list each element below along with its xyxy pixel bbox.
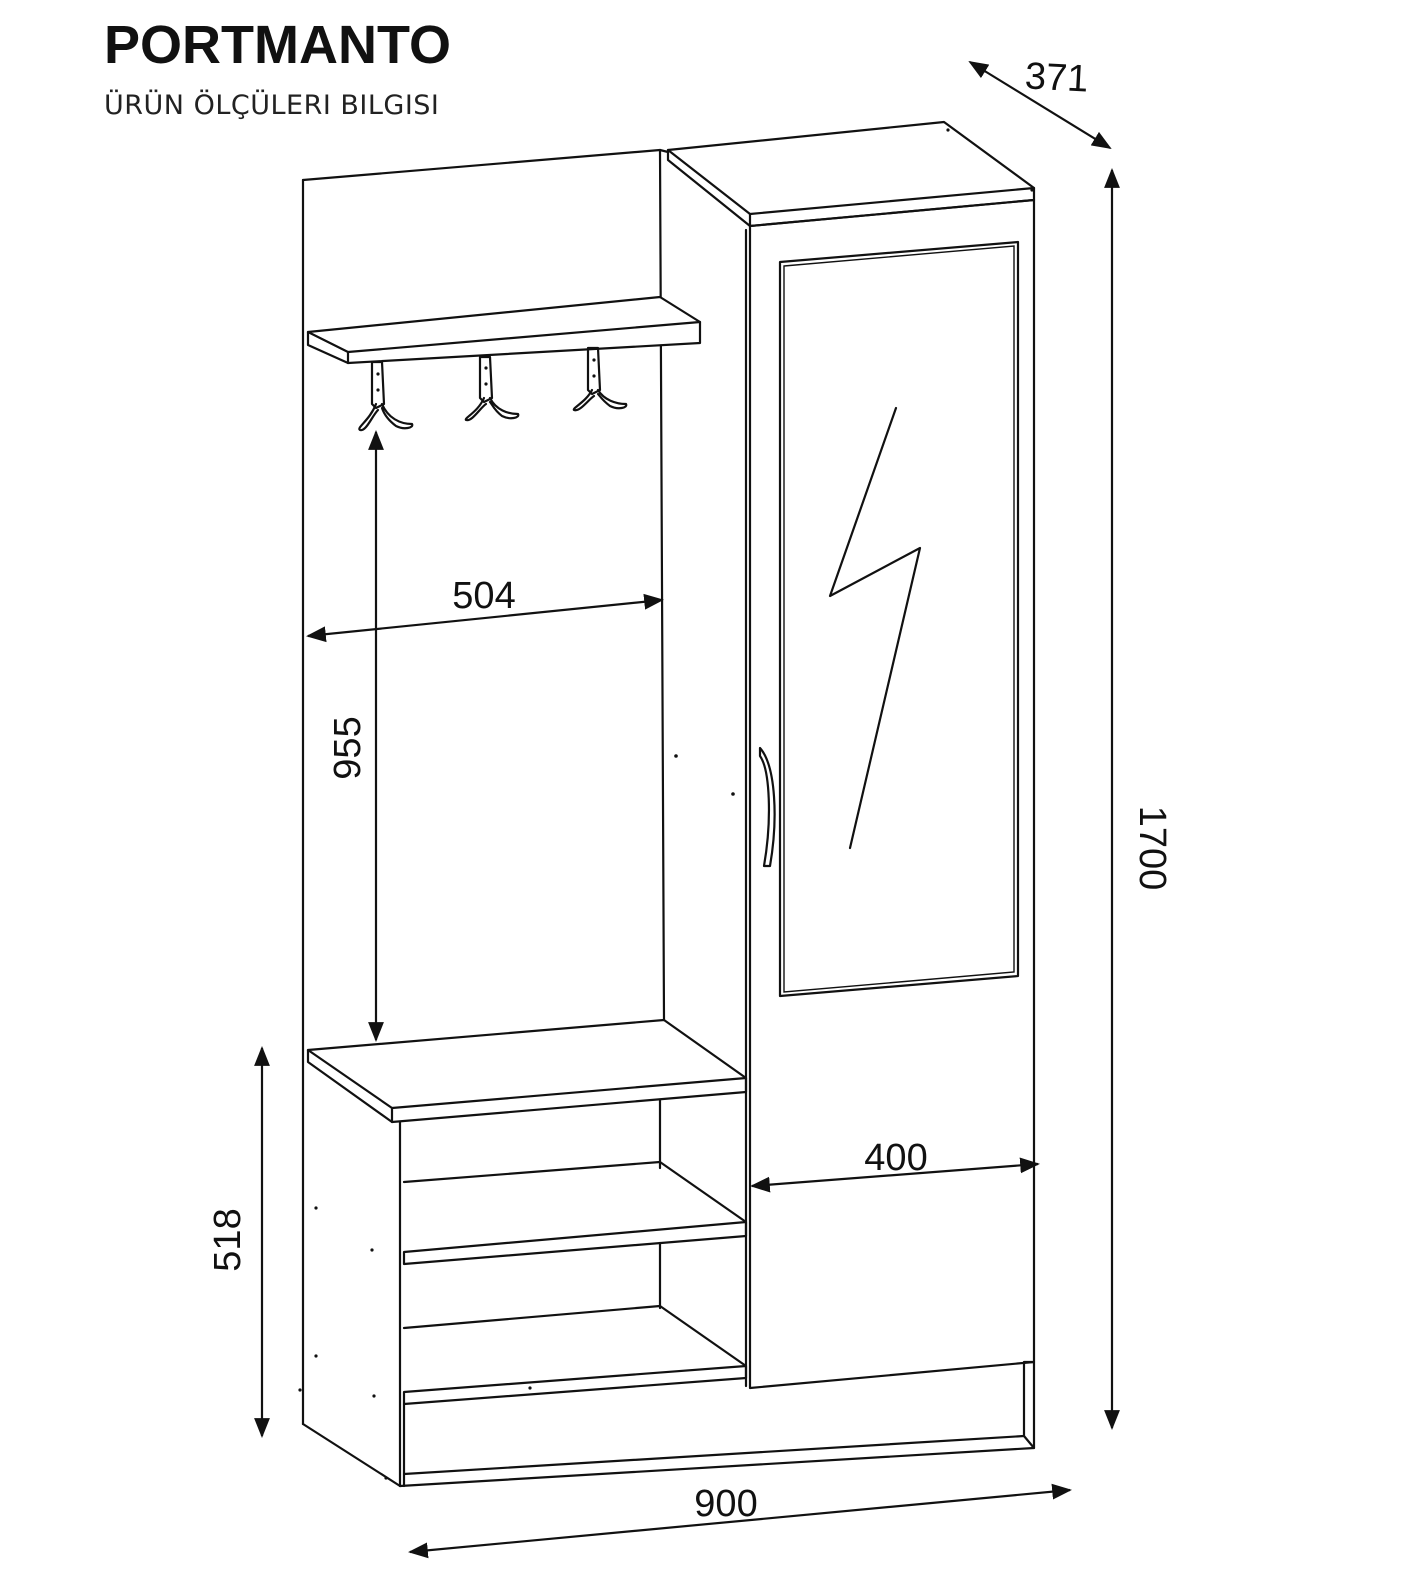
coat-hook-1 — [358, 360, 414, 432]
depth-dimension-line — [968, 60, 1112, 150]
page-title: PORTMANTO — [104, 15, 451, 75]
divider-panel-edge — [658, 148, 666, 1022]
door-handle — [758, 746, 776, 868]
left-bottom-edge — [301, 1422, 402, 1488]
wardrobe-cabinet — [666, 120, 1036, 1450]
mirror-reflection — [828, 406, 922, 850]
cabinet-plinth — [1022, 1360, 1036, 1450]
bench-top — [306, 1018, 748, 1124]
total-width-dimension-label: 900 — [694, 1483, 757, 1525]
dimension-lines: 371 1700 504 955 400 518 900 — [207, 55, 1173, 1559]
cabinet-door — [748, 198, 1036, 1390]
screw-dot — [731, 792, 735, 796]
shoe-shelf-2 — [402, 1304, 748, 1406]
shoe-shelf-1 — [402, 1160, 748, 1266]
hanger-width-dimension-label: 504 — [452, 575, 515, 617]
bench-height-dimension-label: 518 — [207, 1208, 249, 1271]
cabinet-top — [666, 120, 1036, 228]
total-width-dimension-line — [408, 1483, 1072, 1559]
screw-dot — [674, 754, 678, 758]
coat-hook-2 — [464, 355, 520, 422]
hanger-section — [298, 148, 1036, 1488]
depth-dimension-label: 371 — [1024, 55, 1090, 100]
hat-shelf — [306, 295, 702, 365]
coat-hook-3 — [572, 346, 628, 412]
page-subtitle: ÜRÜN ÖLÇÜLERI BILGISI — [104, 90, 440, 121]
hanger-width-dimension-line — [306, 593, 664, 643]
height-dimension-label: 1700 — [1131, 806, 1173, 891]
hanger-height-dimension-label: 955 — [327, 716, 369, 779]
base-bottom-edge — [398, 1446, 1036, 1488]
base-top-edge — [402, 1434, 1026, 1476]
back-panel-top-edge — [301, 148, 670, 182]
cabinet-width-dimension-line — [750, 1157, 1040, 1193]
mirror-inner-frame — [783, 245, 1015, 993]
mirror-frame — [778, 240, 1020, 998]
cabinet-width-dimension-label: 400 — [864, 1137, 927, 1179]
